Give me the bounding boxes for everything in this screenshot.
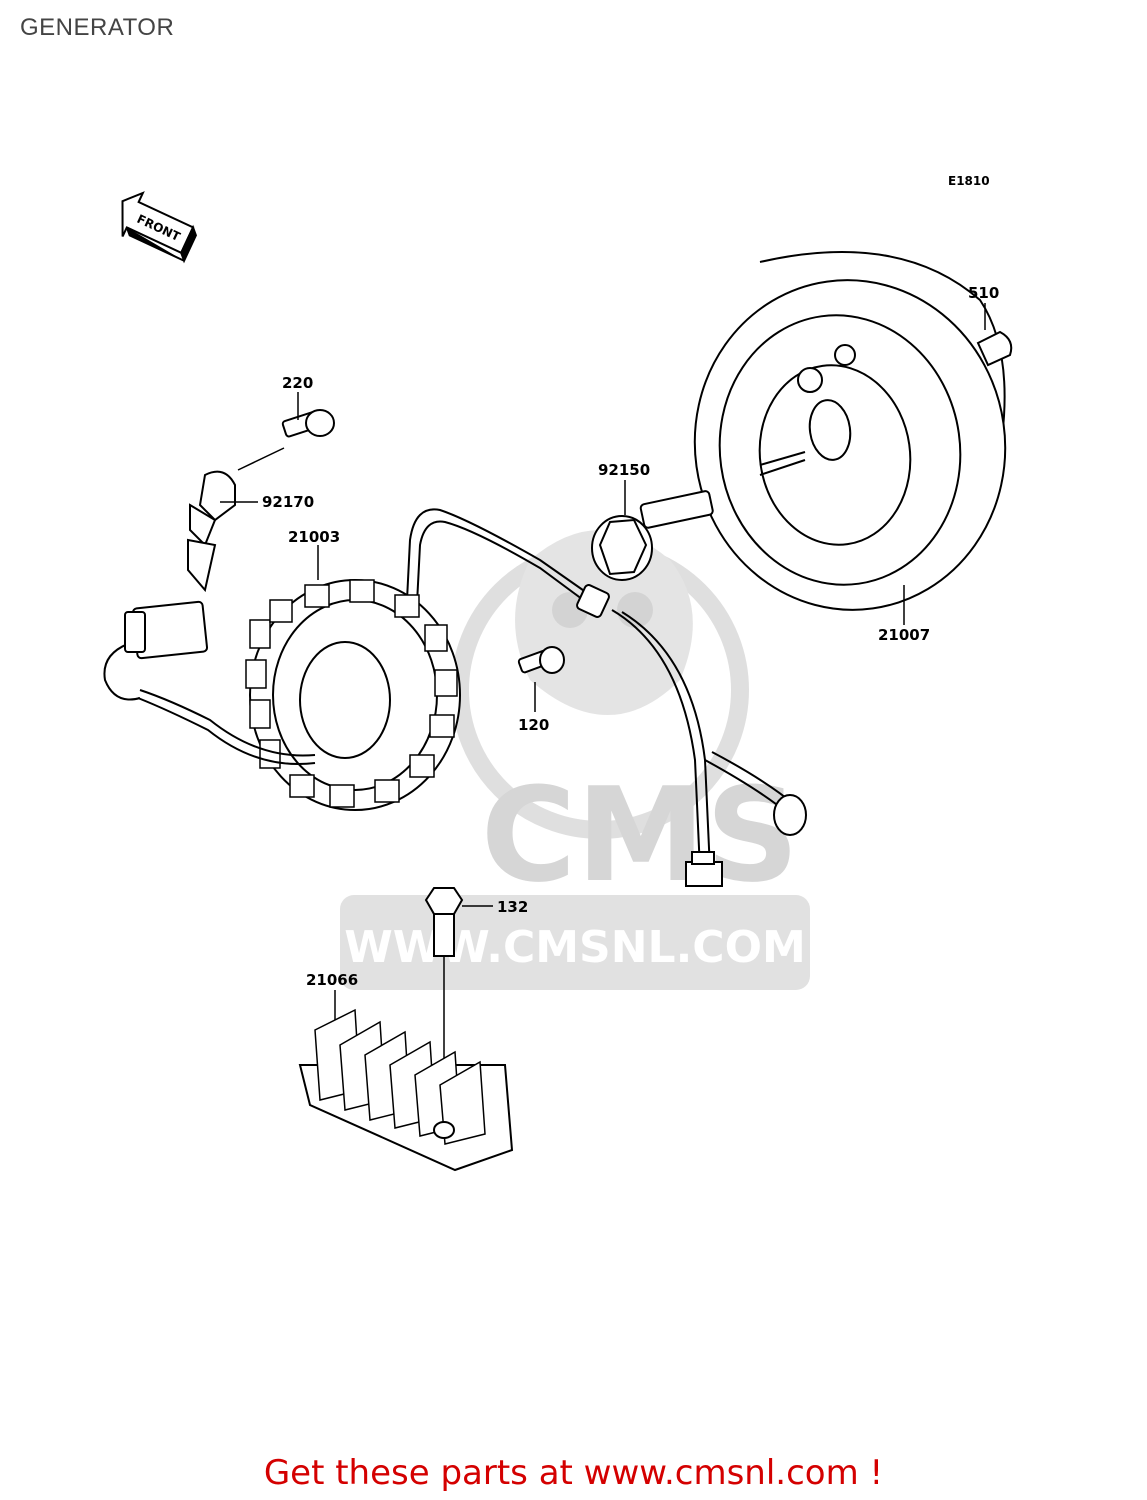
watermark-url: WWW.CMSNL.COM (344, 922, 806, 973)
label-120: 120 (518, 716, 549, 734)
label-21007: 21007 (878, 626, 930, 644)
label-92170: 92170 (262, 493, 314, 511)
label-220: 220 (282, 374, 313, 392)
label-510: 510 (968, 284, 999, 302)
footer-link[interactable]: Get these parts at www.cmsnl.com ! (263, 1453, 884, 1493)
stator-21003 (245, 579, 461, 811)
key-510 (976, 330, 1013, 367)
screw-120 (517, 646, 565, 674)
front-arrow: FRONT (121, 191, 197, 264)
label-92150: 92150 (598, 461, 650, 479)
label-132: 132 (497, 898, 528, 916)
coupler-small (576, 584, 807, 887)
bolt-132 (424, 887, 464, 957)
bolt-220 (281, 409, 335, 438)
diagram-code: E1810 (948, 174, 990, 188)
watermark-logo: CMS (481, 759, 799, 911)
regulator-21066 (298, 1008, 514, 1172)
label-21003: 21003 (288, 528, 340, 546)
bolt-92150 (591, 490, 714, 581)
pickup-coil (103, 600, 316, 765)
rotor-21007 (693, 250, 1007, 611)
clamp-92170 (187, 470, 236, 593)
label-21066: 21066 (306, 971, 358, 989)
page-title: GENERATOR (20, 14, 175, 41)
